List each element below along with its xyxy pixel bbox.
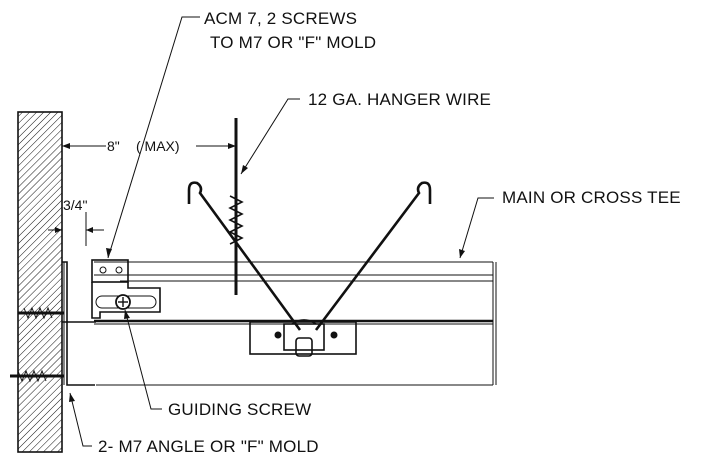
vertical-hanger-wire [228, 118, 244, 295]
guiding-screw-leader [124, 309, 162, 410]
dimension-8-label: 8" [107, 138, 120, 154]
dimension-8-max: 8" ( MAX) [62, 138, 236, 154]
hanger-wire-left-diagonal [187, 181, 302, 331]
hanger-wire-leader [240, 98, 300, 175]
wall-angle-molding [62, 261, 96, 386]
angle-mold-label: 2- M7 ANGLE OR "F" MOLD [98, 437, 319, 456]
wall [17, 111, 63, 453]
hanger-wire-label: 12 GA. HANGER WIRE [308, 90, 491, 109]
dimension-three-quarter-label: 3/4" [63, 197, 87, 213]
guiding-screw [115, 294, 131, 310]
main-tee-leader [459, 197, 494, 259]
angle-mold-leader [69, 392, 92, 447]
guiding-screw-label: GUIDING SCREW [168, 400, 311, 419]
hanger-wire-right-diagonal [314, 181, 432, 331]
acm7-leader [106, 16, 200, 259]
acm7-label-line1: ACM 7, 2 SCREWS [204, 9, 357, 28]
dimension-three-quarter: 3/4" [48, 197, 104, 246]
main-tee-label: MAIN OR CROSS TEE [502, 188, 681, 207]
wall-screw-upper [18, 306, 64, 320]
wall-screw-lower [10, 369, 64, 383]
hanger-clip-plate [249, 319, 357, 357]
acm7-label-line2: TO M7 OR "F" MOLD [210, 33, 376, 52]
dimension-max-label: ( MAX) [136, 138, 180, 154]
